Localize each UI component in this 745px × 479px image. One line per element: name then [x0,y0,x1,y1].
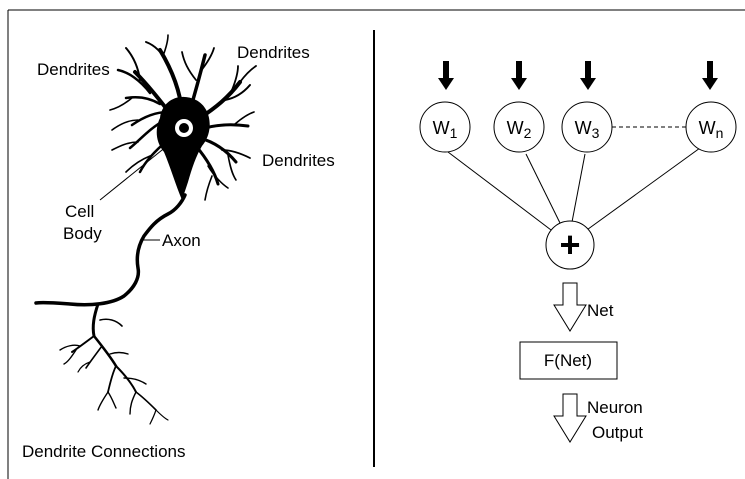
output-label-line2: Output [592,423,643,442]
output-label-line1: Neuron [587,398,643,417]
weight-2-subscript: 2 [524,125,532,141]
weight-node-n: Wn [685,101,737,153]
svg-text:W1: W1 [433,118,458,141]
weight-node-2: W2 [493,101,545,153]
weight-node-1: W1 [419,101,471,153]
weight-1-label: W [433,118,450,138]
cell-body [156,96,210,200]
label-axon: Axon [162,231,201,250]
svg-text:Wn: Wn [699,118,724,141]
activation-function-box [519,341,618,380]
biological-neuron: Dendrites Dendrites Dendrites Cell Body … [22,34,335,461]
weight-2-label: W [507,118,524,138]
net-arrow-icon [553,282,587,332]
weight-n-label: W [699,118,716,138]
weight-3-label: W [575,118,592,138]
activation-function-label: F(Net) [544,351,592,370]
input-arrow-3-icon [580,61,596,90]
sum-symbol: + [559,224,580,265]
output-arrow-icon [553,393,587,443]
label-cell: Cell [65,202,94,221]
label-dendrites-top-left: Dendrites [37,60,110,79]
label-dendrites-top-right: Dendrites [237,43,310,62]
weight-n-subscript: n [716,125,724,141]
weight-node-3: W3 [561,101,613,153]
cell-body-pointer [99,141,173,201]
artificial-neuron: W1 W2 W3 Wn + Net F(Net) Neuron Output [419,61,737,443]
axon [34,193,187,307]
label-body: Body [63,224,102,243]
label-dendrites-right: Dendrites [262,151,335,170]
input-arrow-2-icon [511,61,527,90]
net-label: Net [587,301,614,320]
weight-1-subscript: 1 [450,125,458,141]
svg-text:W2: W2 [507,118,532,141]
input-arrow-n-icon [702,61,718,90]
weight-connections [447,147,701,234]
input-arrow-1-icon [438,61,454,90]
label-dendrite-connections: Dendrite Connections [22,442,185,461]
svg-text:W3: W3 [575,118,600,141]
weight-3-subscript: 3 [592,125,600,141]
input-arrows [438,61,718,90]
nucleus-inner [179,123,189,133]
terminal-branches [59,302,169,425]
summation-node: + [545,220,595,270]
